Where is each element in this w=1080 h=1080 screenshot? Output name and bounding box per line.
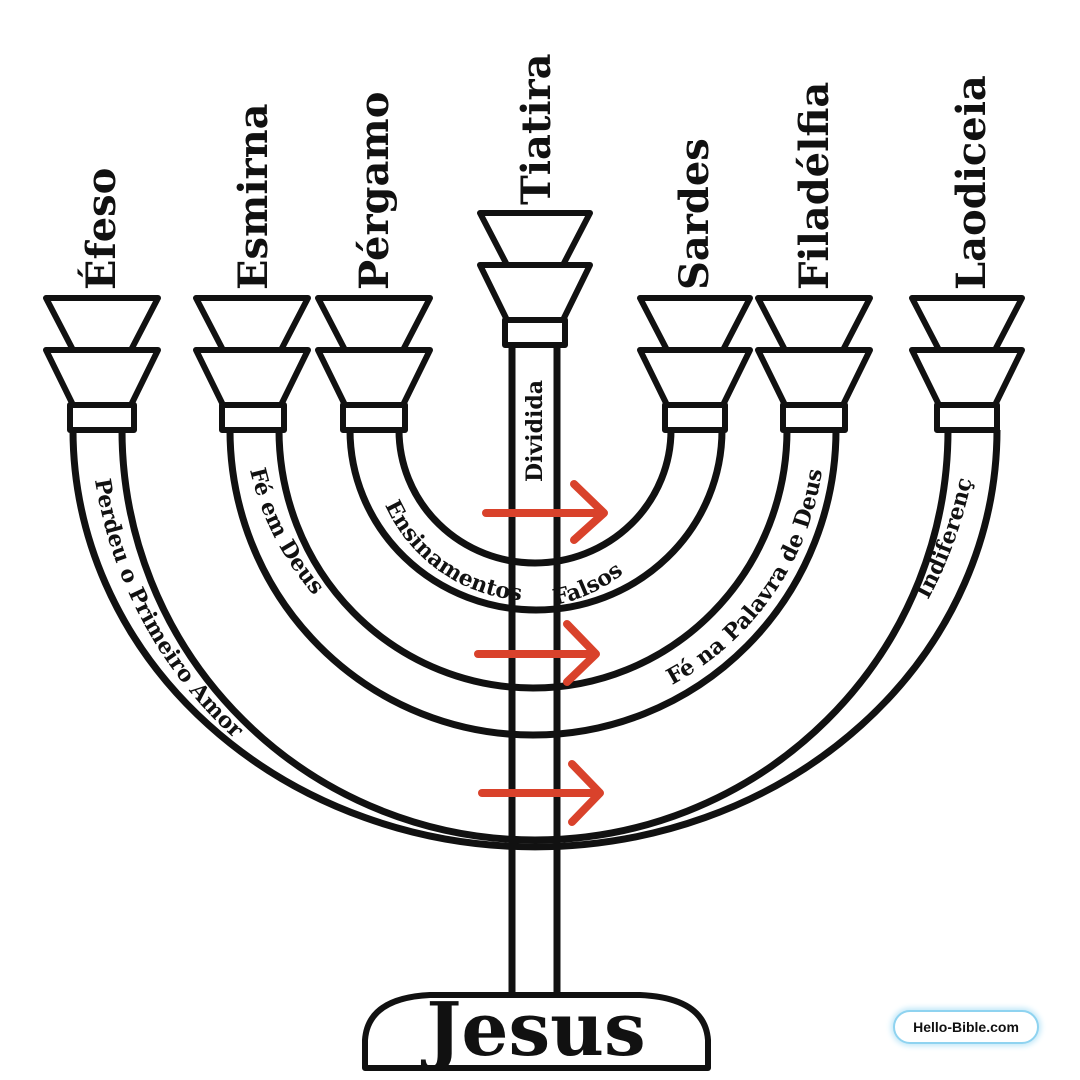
inner-arm-outer-line — [346, 429, 726, 614]
arm-label-middle-right: Fé na Palavra de Deus — [662, 467, 828, 690]
church-label-tiatira: Tiatira — [513, 53, 560, 205]
middle-arm-outer-line — [226, 429, 840, 739]
cup-efeso — [43, 295, 161, 433]
arrow-middle-icon — [474, 620, 600, 686]
menorah-base — [362, 992, 711, 1071]
middle-arm-inner-line — [275, 429, 791, 692]
cup-esmirna — [193, 295, 311, 433]
base-label: Jesus — [420, 987, 645, 1073]
cup-filadelfia — [755, 295, 873, 433]
menorah-arms — [69, 345, 1001, 998]
outer-arm-inner-line — [118, 429, 952, 844]
cup-laodiceia — [909, 295, 1025, 433]
church-label-pergamo: Pérgamo — [351, 92, 398, 290]
arrow-bottom-icon — [478, 760, 604, 826]
church-label-laodiceia: Laodiceia — [948, 75, 995, 290]
cup-sardes — [637, 295, 753, 433]
church-label-efeso: Éfeso — [78, 168, 125, 290]
watermark-badge: Hello-Bible.com — [893, 1010, 1039, 1044]
church-label-esmirna: Esmirna — [230, 103, 277, 290]
church-label-filadelfia: Filadélfia — [791, 82, 838, 290]
arrows — [474, 480, 608, 826]
cup-pergamo — [315, 295, 433, 433]
inner-arm-inner-line — [395, 429, 675, 567]
cup-tiatira — [477, 210, 593, 348]
church-labels: Éfeso Esmirna Pérgamo Tiatira Sardes Fil… — [78, 53, 995, 290]
svg-text:Fé na Palavra de Deus: Fé na Palavra de Deus — [662, 467, 828, 690]
church-label-sardes: Sardes — [671, 138, 718, 290]
outer-arm-outer-line — [69, 429, 1001, 851]
menorah-cups — [43, 210, 1025, 433]
arm-label-outer-left: Perdeu o Primeiro Amor — [89, 477, 249, 744]
arrow-top-icon — [482, 480, 608, 544]
arm-label-center: Dividida — [522, 380, 548, 482]
svg-text:Perdeu o Primeiro Amor: Perdeu o Primeiro Amor — [89, 477, 249, 744]
